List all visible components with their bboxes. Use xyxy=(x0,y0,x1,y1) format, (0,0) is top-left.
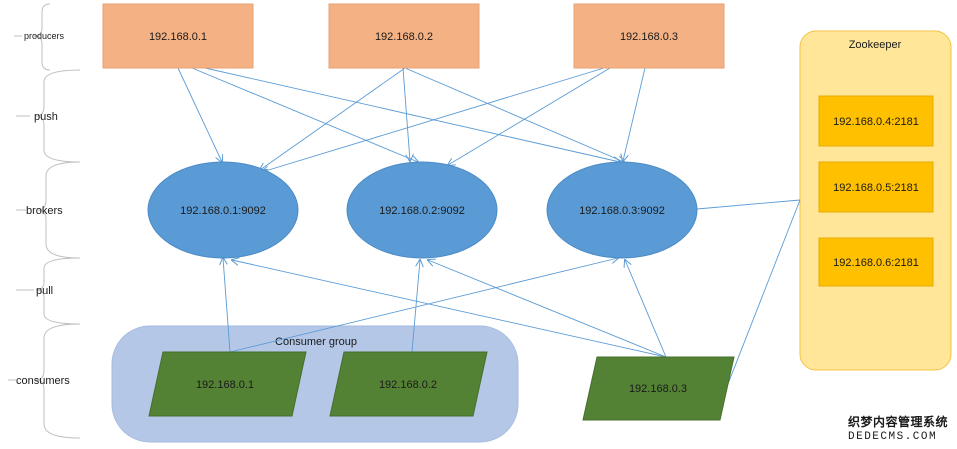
broker-node-1[interactable]: 192.168.0.1:9092 xyxy=(147,161,299,259)
pull-c2-b2 xyxy=(411,260,420,353)
brace-producers xyxy=(33,3,51,71)
zookeeper-node-label: 192.168.0.4:2181 xyxy=(833,116,919,128)
broker-label: 192.168.0.1:9092 xyxy=(180,205,266,217)
pull-c3-b1 xyxy=(232,260,667,358)
push-p1-b2 xyxy=(191,67,418,162)
broker-label: 192.168.0.2:9092 xyxy=(379,205,465,217)
broker-node-3[interactable]: 192.168.0.3:9092 xyxy=(546,161,698,259)
watermark-line2: DEDECMS.COM xyxy=(848,431,937,443)
push-p2-b3 xyxy=(404,67,624,162)
push-p3-b3 xyxy=(623,67,646,161)
consumer-node-2[interactable]: 192.168.0.2 xyxy=(329,351,488,417)
zookeeper-node-3[interactable]: 192.168.0.6:2181 xyxy=(818,237,934,287)
row-label-ticks xyxy=(8,35,34,381)
row-label-brokers: brokers xyxy=(26,205,63,217)
zookeeper-node-1[interactable]: 192.168.0.4:2181 xyxy=(818,95,934,147)
zk-link-consumer3 xyxy=(725,199,801,390)
row-braces xyxy=(33,3,81,439)
consumer-label: 192.168.0.2 xyxy=(379,379,437,391)
pull-c1-b1 xyxy=(223,258,231,353)
zookeeper-node-2[interactable]: 192.168.0.5:2181 xyxy=(818,161,934,213)
row-label-producers: producers xyxy=(24,31,65,41)
consumer-label: 192.168.0.1 xyxy=(196,379,254,391)
pull-c1-b3 xyxy=(229,258,618,353)
zk-link-broker3 xyxy=(696,199,801,210)
consumer-group-title: Consumer group xyxy=(275,336,357,348)
row-label-pull: pull xyxy=(36,285,53,297)
zookeeper-node-label: 192.168.0.5:2181 xyxy=(833,182,919,194)
watermark: 织梦内容管理系统 DEDECMS.COM xyxy=(848,414,948,443)
producer-node-2[interactable]: 192.168.0.2 xyxy=(328,3,480,69)
push-p3-b1 xyxy=(262,67,605,172)
consumer-label: 192.168.0.3 xyxy=(629,383,687,395)
brace-pull xyxy=(35,257,81,325)
watermark-line1: 织梦内容管理系统 xyxy=(848,414,948,429)
row-label-push: push xyxy=(34,111,58,123)
pull-c3-b2 xyxy=(428,260,667,358)
zookeeper-node-label: 192.168.0.6:2181 xyxy=(833,257,919,269)
brace-brokers xyxy=(37,161,81,259)
push-p3-b2 xyxy=(448,67,611,165)
push-p1-b1 xyxy=(177,67,222,162)
broker-label: 192.168.0.3:9092 xyxy=(579,205,665,217)
connections xyxy=(177,67,801,390)
broker-node-2[interactable]: 192.168.0.2:9092 xyxy=(346,161,498,259)
zookeeper-title: Zookeeper xyxy=(849,39,902,51)
push-p1-b3 xyxy=(204,67,620,162)
brace-consumers xyxy=(35,323,81,439)
producer-label: 192.168.0.3 xyxy=(620,31,678,43)
row-label-consumers: consumers xyxy=(16,375,70,387)
push-p2-b1 xyxy=(260,67,406,170)
consumer-node-3[interactable]: 192.168.0.3 xyxy=(582,356,735,421)
consumer-node-1[interactable]: 192.168.0.1 xyxy=(148,351,307,417)
push-p2-b2 xyxy=(402,67,410,161)
brace-push xyxy=(35,69,81,163)
producer-label: 192.168.0.1 xyxy=(149,31,207,43)
producer-label: 192.168.0.2 xyxy=(375,31,433,43)
pull-c3-b3 xyxy=(625,260,667,358)
producer-node-1[interactable]: 192.168.0.1 xyxy=(102,3,254,69)
producer-node-3[interactable]: 192.168.0.3 xyxy=(573,3,725,69)
